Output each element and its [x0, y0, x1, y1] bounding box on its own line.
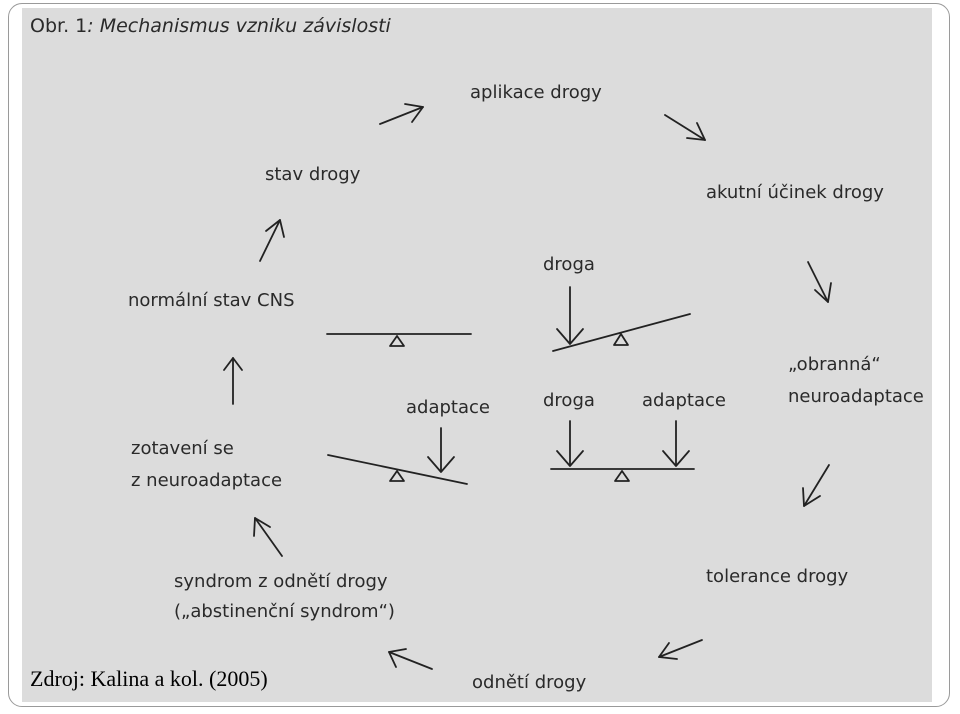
node-zotaveni-line2: z neuroadaptace — [131, 470, 283, 491]
node-obranna-line1: „obranná“ — [788, 354, 881, 375]
figure-title-prefix: Obr. 1 — [30, 15, 88, 37]
label-adaptace-left: adaptace — [406, 397, 490, 418]
label-droga-mid: droga — [543, 390, 595, 411]
node-obranna-line2: neuroadaptace — [788, 386, 924, 407]
node-zotaveni-line1: zotavení se — [131, 438, 234, 459]
arrow-to-stav — [259, 219, 285, 262]
arrow-to-aplikace — [379, 103, 424, 125]
node-syndrom-line1: syndrom z odnětí drogy — [174, 571, 388, 592]
arrow-to-tolerance — [802, 464, 830, 507]
node-syndrom-line2: („abstinenční syndrom“) — [174, 601, 395, 622]
node-aplikace-drogy: aplikace drogy — [470, 82, 602, 103]
balance-drug-tilted — [552, 286, 691, 352]
label-adaptace-mid: adaptace — [642, 390, 726, 411]
node-stav-drogy: stav drogy — [265, 164, 361, 185]
arrow-to-obranna — [807, 261, 832, 303]
arrow-to-odneti — [658, 639, 703, 660]
node-odneti-drogy: odnětí drogy — [472, 672, 587, 693]
arrow-to-zotaveni — [253, 517, 283, 557]
figure-title: Obr. 1: Mechanismus vzniku závislosti — [30, 15, 391, 37]
label-droga-top: droga — [543, 254, 595, 275]
figure-title-text: : Mechanismus vzniku závislosti — [87, 15, 391, 37]
arrow-to-normalni — [223, 357, 243, 405]
balance-drug-adaptation — [550, 420, 695, 482]
node-normalni-stav: normální stav CNS — [128, 290, 295, 311]
balance-level — [326, 333, 472, 347]
source-citation: Zdroj: Kalina a kol. (2005) — [30, 666, 268, 691]
node-akutni-ucinek: akutní účinek drogy — [706, 182, 884, 203]
figure-panel — [22, 8, 932, 702]
node-tolerance-drogy: tolerance drogy — [706, 566, 849, 587]
balance-adaptation-tilted — [327, 427, 468, 485]
arrow-to-syndrom — [388, 648, 433, 670]
arrow-to-akutni — [664, 114, 706, 141]
